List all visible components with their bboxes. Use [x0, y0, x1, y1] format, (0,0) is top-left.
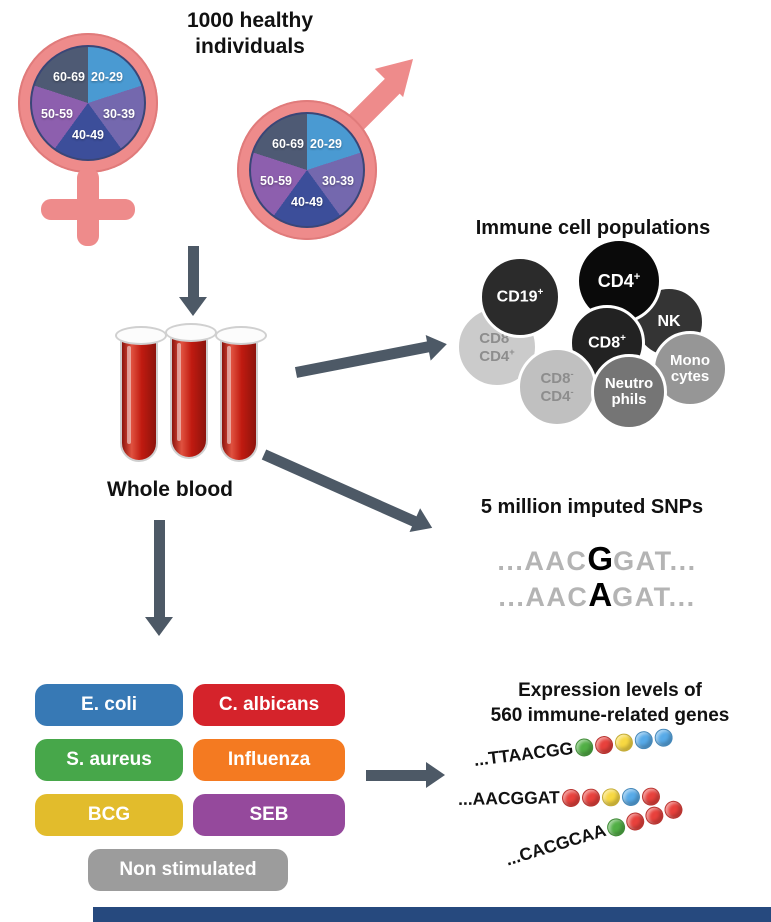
gene-bead	[561, 788, 580, 807]
female-symbol-crossbar	[41, 199, 135, 220]
cell-cd19pos: CD19+	[479, 256, 561, 338]
arrow-blood-to-stimulations-shaft	[154, 520, 165, 620]
arrow-blood-to-snps-shaft	[261, 449, 422, 529]
age-label-40-49: 40-49	[72, 128, 104, 142]
stimulus-bcg: BCG	[35, 794, 183, 836]
gene-sequence-2: ...AACGGAT	[458, 785, 660, 810]
gene-bead	[653, 727, 674, 748]
stimulus-influenza: Influenza	[193, 739, 345, 781]
snp-variant-allele: A	[588, 576, 613, 613]
expression-title: Expression levels of 560 immune-related …	[455, 678, 765, 728]
gene-bead	[604, 815, 628, 839]
arrow-blood-to-cells-head	[425, 331, 450, 361]
bottom-banner-edge	[93, 907, 771, 922]
whole-blood-label: Whole blood	[107, 478, 233, 501]
gene-bead	[621, 787, 640, 806]
age-label-50-59: 50-59	[41, 107, 73, 121]
gene-bead	[601, 787, 620, 806]
age-label-20-29: 20-29	[91, 70, 123, 84]
age-label-60-69: 60-69	[53, 70, 85, 84]
gene-bead	[623, 809, 647, 833]
arrow-stimulations-to-expression-shaft	[366, 770, 428, 781]
male-age-pie-chart: 20-29 30-39 40-49 50-59 60-69	[249, 112, 365, 228]
age-label-60-69: 60-69	[272, 137, 304, 151]
age-label-30-39: 30-39	[103, 107, 135, 121]
arrow-blood-to-cells-shaft	[294, 340, 433, 378]
arrow-blood-to-stimulations-head	[145, 617, 173, 636]
cohort-title: 1000 healthy individuals	[150, 8, 350, 60]
age-label-40-49: 40-49	[291, 195, 323, 209]
female-age-pie-chart: 20-29 30-39 40-49 50-59 60-69	[30, 45, 146, 161]
blood-tube	[115, 326, 167, 462]
female-symbol-ring: 20-29 30-39 40-49 50-59 60-69	[18, 33, 158, 173]
stimulus-e-coli: E. coli	[35, 684, 183, 726]
gene-bead	[593, 734, 614, 755]
cohort-title-line2: individuals	[195, 35, 305, 58]
male-symbol-ring: 20-29 30-39 40-49 50-59 60-69	[237, 100, 377, 240]
arrow-stimulations-to-expression-head	[426, 762, 445, 788]
age-label-50-59: 50-59	[260, 174, 292, 188]
immune-cells-title: Immune cell populations	[475, 217, 711, 239]
blood-tube	[215, 326, 267, 462]
cohort-title-line1: 1000 healthy	[186, 9, 314, 32]
gene-bead	[643, 803, 666, 827]
expression-title-line2: 560 immune-related genes	[490, 705, 730, 726]
arrow-cohort-to-blood-shaft	[188, 246, 199, 300]
gene-bead	[581, 788, 600, 807]
stimulus-s-aureus: S. aureus	[35, 739, 183, 781]
snp-sequence-2: ...AACAGAT...	[498, 576, 696, 613]
stimulus-non-stimulated: Non stimulated	[88, 849, 288, 891]
arrow-blood-to-snps-head	[409, 508, 438, 540]
snp-sequence-1: ...AACGGAT...	[497, 540, 697, 577]
cell-neutrophils: Neutro phils	[591, 354, 667, 430]
gene-bead	[573, 736, 595, 758]
age-label-20-29: 20-29	[310, 137, 342, 151]
expression-title-line1: Expression levels of	[518, 680, 702, 701]
gene-bead	[633, 729, 654, 750]
age-label-30-39: 30-39	[322, 174, 354, 188]
snps-title: 5 million imputed SNPs	[480, 496, 704, 518]
gene-bead	[662, 798, 685, 821]
stimulus-c-albicans: C. albicans	[193, 684, 345, 726]
stimulus-seb: SEB	[193, 794, 345, 836]
cell-cd8neg-cd4neg: CD8- CD4-	[517, 347, 597, 427]
snp-variant-allele: G	[587, 540, 614, 577]
arrow-cohort-to-blood-head	[179, 297, 207, 316]
gene-sequence-1: ...TTAACGG	[473, 726, 674, 771]
blood-tube	[165, 323, 217, 459]
gene-bead	[613, 732, 634, 753]
